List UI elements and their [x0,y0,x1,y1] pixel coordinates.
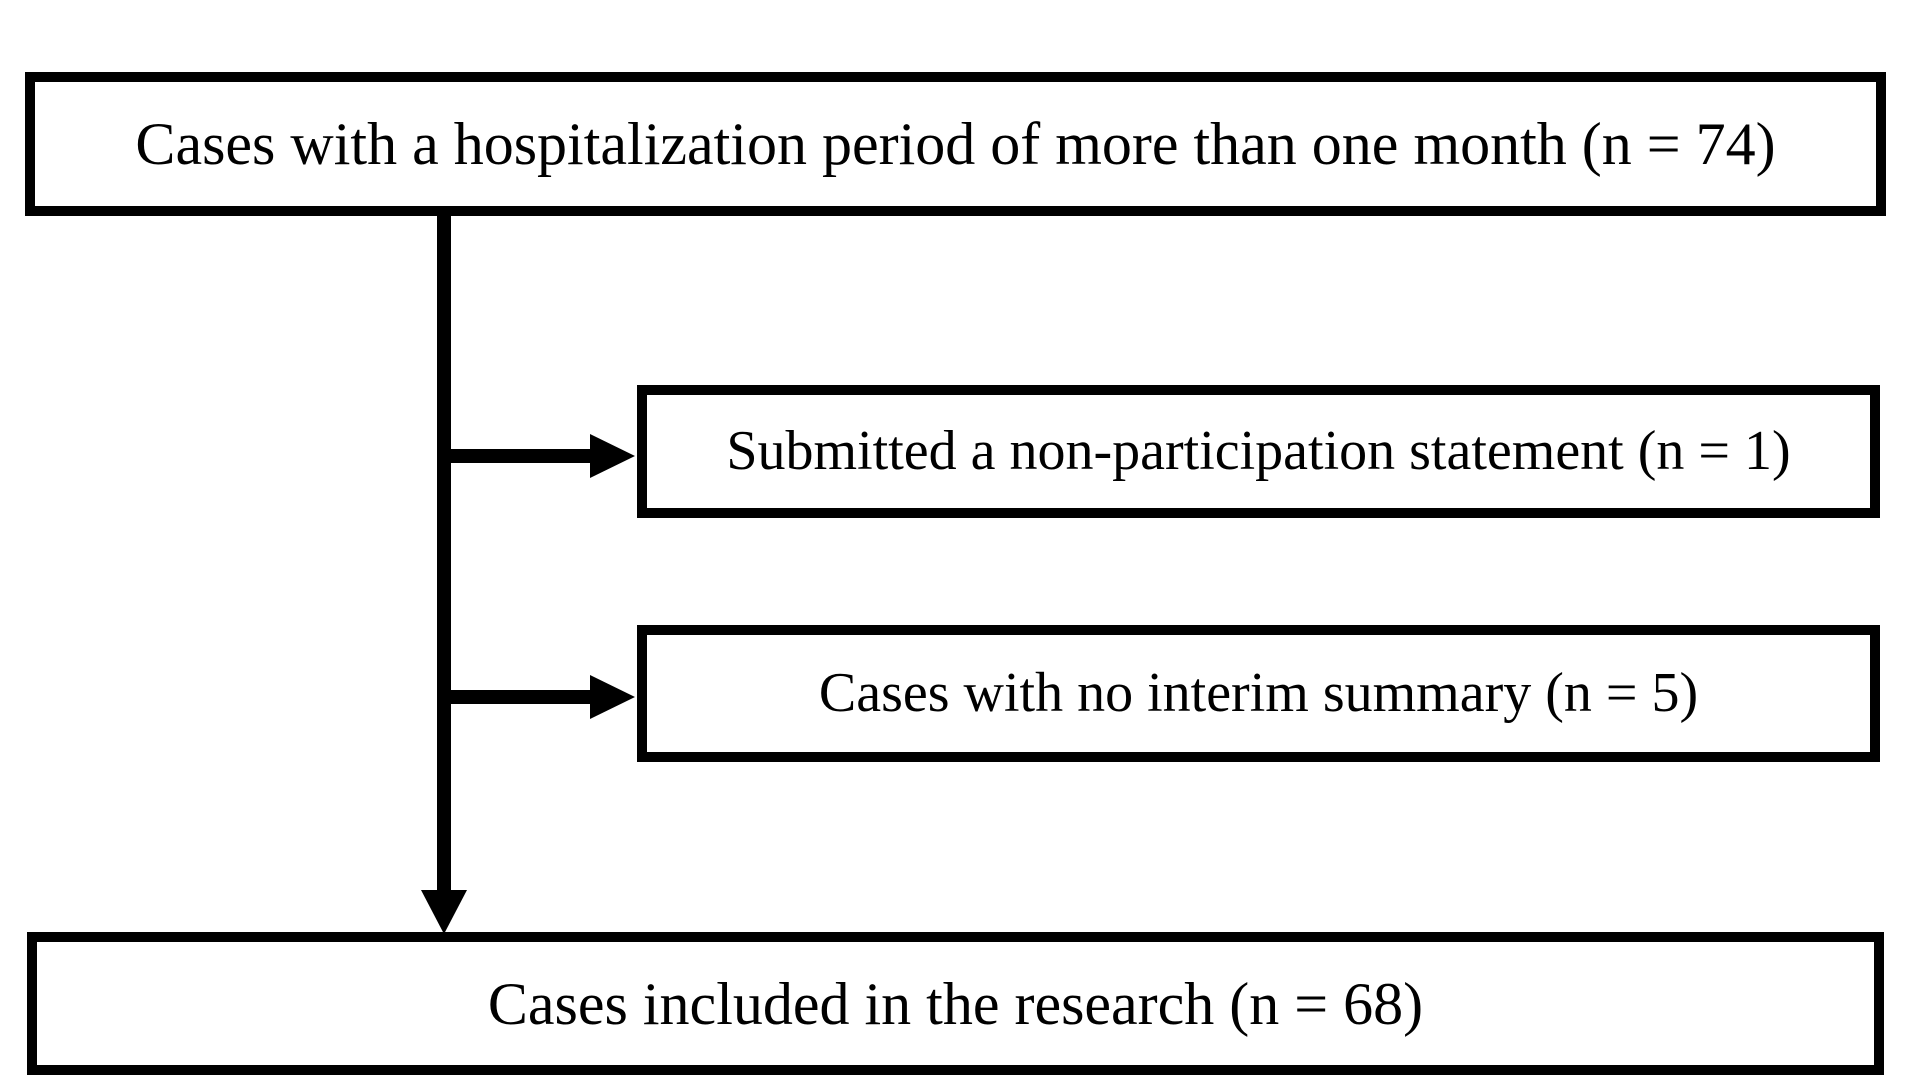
flow-box-included: Cases included in the research (n = 68) [27,932,1884,1075]
arrow-right-icon [590,434,635,478]
branch1-arrow-line [444,449,592,463]
arrow-right-icon [590,675,635,719]
main-arrow-line [437,216,451,892]
flow-box-exclusion-nonparticipation: Submitted a non-participation statement … [637,385,1880,518]
flow-box-exclusion-no-interim-summary-label: Cases with no interim summary (n = 5) [818,661,1699,724]
flow-box-source-label: Cases with a hospitalization period of m… [135,111,1776,177]
flow-box-exclusion-nonparticipation-label: Submitted a non-participation statement … [726,419,1791,482]
flow-box-included-label: Cases included in the research (n = 68) [487,970,1424,1037]
flow-box-source: Cases with a hospitalization period of m… [25,72,1886,216]
arrow-down-icon [421,890,467,934]
branch2-arrow-line [444,690,592,704]
flow-box-exclusion-no-interim-summary: Cases with no interim summary (n = 5) [637,625,1880,762]
